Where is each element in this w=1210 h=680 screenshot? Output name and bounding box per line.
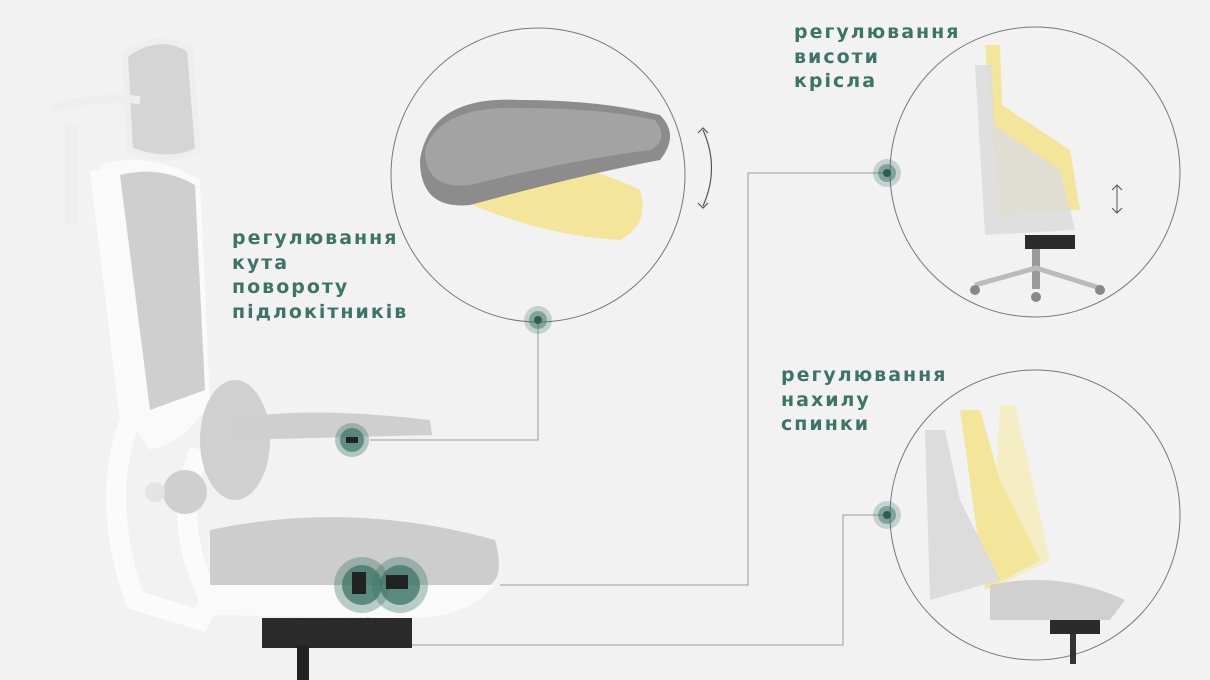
label-line: нахилу — [781, 388, 871, 411]
label-line: повороту — [232, 276, 350, 298]
label-line: крісла — [794, 70, 878, 92]
label-line: підлокітників — [232, 300, 409, 323]
armrest-button-marker[interactable] — [335, 423, 369, 457]
label-line: регулювання — [794, 21, 961, 43]
armrest-angle-label: регулювання кута повороту підлокітників — [232, 226, 408, 324]
height-detail-circle — [889, 26, 1181, 318]
label-line: регулювання — [781, 364, 948, 386]
backrest-tilt-label: регулювання нахилу спинки — [781, 363, 948, 437]
label-line: кута — [232, 251, 290, 274]
tilt-lever-marker[interactable] — [372, 557, 428, 613]
tilt-hotspot[interactable] — [873, 501, 901, 529]
tilt-detail-circle — [889, 369, 1181, 664]
label-line: регулювання — [232, 227, 399, 249]
seat-height-label: регулювання висоти крісла — [794, 20, 961, 94]
main-chair-image — [48, 38, 499, 680]
armrest-hotspot[interactable] — [524, 306, 552, 334]
label-line: спинки — [781, 413, 871, 435]
rotate-arrow-icon — [702, 129, 712, 207]
label-line: висоти — [794, 45, 880, 68]
armrest-detail-circle — [390, 27, 712, 323]
height-lever-marker[interactable] — [334, 557, 390, 613]
up-down-arrow-icon — [1111, 184, 1123, 214]
height-hotspot[interactable] — [873, 159, 901, 187]
hotspot-markers — [334, 159, 901, 613]
